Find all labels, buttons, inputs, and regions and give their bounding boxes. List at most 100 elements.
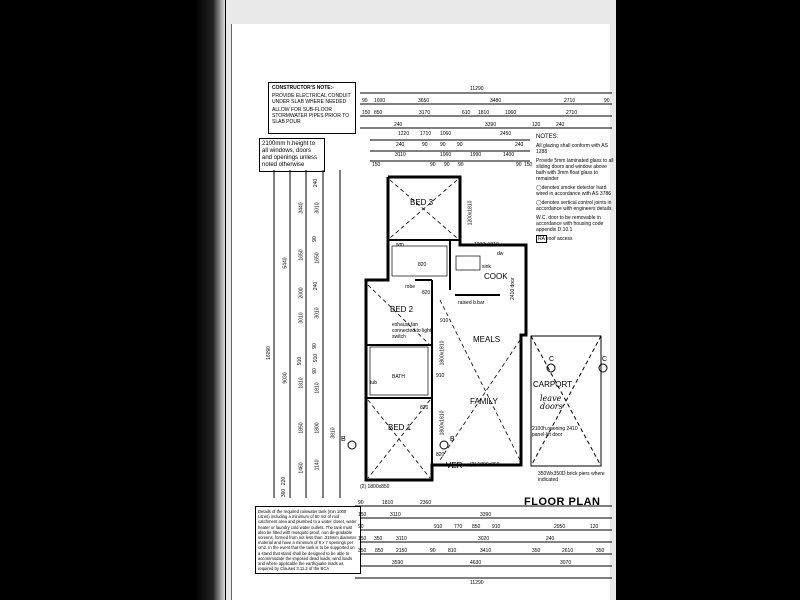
- dim-int-4: 1200x1810: [474, 242, 499, 248]
- section-marker-c-right: [598, 363, 608, 373]
- dim-top-r1-4: 2710: [564, 98, 576, 104]
- dim-top-r1-0: 90: [362, 98, 368, 104]
- room-bed3: BED 3: [410, 198, 434, 207]
- constructor-note-item-2: ALLOW FOR SUB-FLOOR STORMWATER PIPES PRI…: [272, 107, 349, 125]
- dim-left-c2-7: 1460: [298, 462, 305, 474]
- dim-int-9: 910: [436, 373, 445, 379]
- dim-left-c1-0: 5440: [282, 257, 289, 269]
- laundry-area: [391, 245, 448, 277]
- dim-top-r6-0: 3110: [395, 152, 406, 158]
- dim-top-r4-1: 1710: [420, 131, 432, 137]
- dim-bot-r3-6: 120: [590, 524, 599, 530]
- dim-top-r7-3: 90: [458, 162, 464, 168]
- dim-top-r1-3: 3480: [490, 98, 502, 104]
- dim-left-c1-3: 360: [281, 488, 288, 498]
- dim-top-r7-0: 150: [372, 162, 381, 168]
- roof-line-2: [389, 179, 458, 239]
- dim-bot-r4-3: 3020: [478, 536, 490, 542]
- room-bed2: BED 2: [390, 305, 414, 314]
- note-3: ◯denotes smoke detector hard wired in ac…: [536, 185, 612, 197]
- dim-top-r5-1: 90: [422, 142, 428, 148]
- dim-top-r5-0: 240: [396, 142, 405, 148]
- sink-unit: [455, 255, 481, 271]
- room-bath: BATH: [392, 374, 405, 380]
- room-cook: COOK: [484, 272, 508, 281]
- dim-bot-r5-6: 350: [532, 548, 541, 554]
- rainwater-tank-note: Details of the required rainwater tank (…: [255, 506, 361, 575]
- section-marker-b-left: [347, 440, 357, 450]
- dim-pier-label-1: (2) 1800x850: [360, 484, 390, 490]
- control-joint-icon: ◯: [536, 200, 542, 206]
- dim-top-r3-1: 3390: [485, 122, 497, 128]
- dim-bot-r6-0: 3590: [392, 560, 404, 566]
- roof-line-3: [367, 284, 431, 346]
- notes-panel: NOTES: All glazing shall conform with AS…: [536, 134, 614, 245]
- ra-badge: RA: [536, 235, 547, 243]
- dim-top-total: 11290: [470, 86, 484, 92]
- dim-left-c3-9: 1810: [314, 382, 321, 394]
- dim-bot-r3-5: 2950: [554, 524, 566, 530]
- note-5: W.C. door to be removable in accordance …: [536, 215, 604, 233]
- dim-top-r3-3: 240: [556, 122, 565, 128]
- label-robe: robe: [405, 284, 416, 290]
- constructor-note: CONSTRUCTOR'S NOTE:- PROVIDE ELECTRICAL …: [268, 82, 356, 134]
- dim-left-c2-1: 1650: [298, 249, 305, 261]
- roof-line-6: [439, 299, 521, 461]
- room-verandah: VER: [446, 461, 463, 470]
- dim-top-r4-2: 1060: [440, 131, 452, 137]
- dim-bot-r4-0: 150: [358, 536, 367, 542]
- label-wm: wm: [396, 242, 404, 248]
- dim-top-r1-2: 3650: [418, 98, 430, 104]
- dim-left-c3-7: 910: [313, 353, 320, 363]
- section-c-label-right: C: [602, 356, 608, 363]
- dim-top-r5-3: 90: [457, 142, 463, 148]
- dim-left-c3-1: 3010: [314, 202, 321, 214]
- dim-top-r3-2: 120: [532, 122, 541, 128]
- handwritten-annotation: leave doors: [540, 394, 563, 411]
- label-exhaust: exhaust fan connected to light switch: [392, 322, 432, 340]
- dim-top-r7-1: 90: [430, 162, 436, 168]
- dim-bot-r3-4: 910: [492, 524, 501, 530]
- dim-left-c2-6: 1850: [298, 422, 305, 434]
- dim-bot-r5-5: 3410: [480, 548, 492, 554]
- bath-area: [369, 346, 429, 396]
- dim-int-2: 820: [420, 405, 429, 411]
- dim-bot-r5-1: 850: [375, 548, 384, 554]
- dim-bot-r3-0: 90: [358, 524, 364, 530]
- dim-left-c3-10: 1800: [314, 422, 321, 434]
- dim-bot-r5-0: 350: [358, 548, 367, 554]
- piers-note: 350Wx350D brick piers where indicated: [538, 471, 605, 483]
- dim-top-r5-4: 240: [515, 142, 524, 148]
- dim-left-c3-8: 90: [311, 368, 318, 374]
- dim-bot-r4-4: 240: [546, 536, 555, 542]
- dim-top-r3-0: 240: [394, 122, 403, 128]
- dim-pier-label-2: (2) 1800x850: [470, 462, 500, 468]
- carport-outline: [530, 335, 602, 467]
- label-raised-bar: raised b.bar: [458, 300, 485, 306]
- dim-left-c2-3: 3010: [298, 312, 305, 324]
- dim-left-total: 16090: [265, 346, 272, 360]
- dim-bot-r3-1: 910: [434, 524, 443, 530]
- dim-left-c3-3: 1650: [314, 252, 321, 264]
- label-sink: sink: [482, 264, 491, 270]
- height-note: 2100mm h.height to all windows, doors an…: [259, 138, 325, 172]
- dim-bot-r1-2: 2360: [420, 500, 432, 506]
- carport-diag-2: [530, 335, 602, 467]
- dim-int-8: 910: [440, 318, 449, 324]
- dim-bot-r2-2: 3390: [480, 512, 492, 518]
- room-family: FAMILY: [470, 397, 498, 406]
- dim-bot-r5-3: 90: [430, 548, 436, 554]
- dim-bot-r4-1: 350: [374, 536, 383, 542]
- dim-bot-r4-2: 3110: [396, 536, 407, 542]
- dim-left-c3-5: 3010: [314, 307, 321, 319]
- dim-left-c3-4: 240: [313, 281, 320, 291]
- dim-top-r2-0: 150: [362, 110, 371, 116]
- dim-left-c3-12: 3810: [330, 427, 337, 439]
- section-marker-c-left: [546, 363, 556, 373]
- room-meals: MEALS: [473, 335, 501, 344]
- scanner-edge: [195, 0, 225, 600]
- dim-bot-r1-0: 90: [358, 500, 364, 506]
- dim-bot-r5-4: 810: [448, 548, 457, 554]
